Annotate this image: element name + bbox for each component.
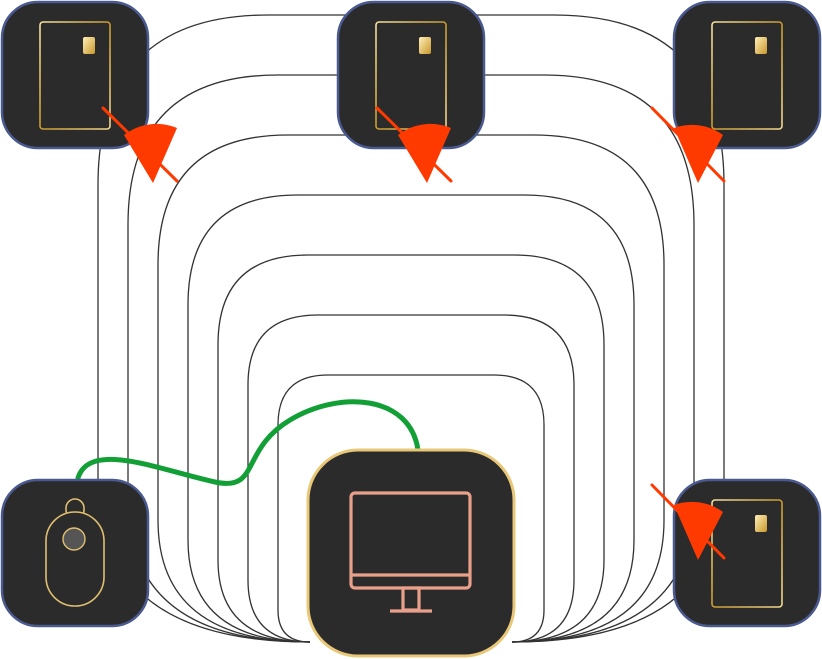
smart-card-icon [39,21,111,130]
card-tile-top-left[interactable] [0,0,150,150]
range-ring-1 [277,374,545,643]
card-tile-top-center[interactable] [336,0,486,150]
card-tile-top-right[interactable] [672,0,822,150]
desktop-computer-icon [349,491,472,613]
smart-card-icon [711,21,783,130]
no-signal-icon [650,106,726,183]
smart-card-icon [711,499,783,608]
no-signal-icon [375,106,453,183]
bluetooth-tag-icon [45,498,105,607]
computer-tile[interactable] [306,448,516,658]
range-ring-3 [217,254,605,643]
range-ring-2 [247,314,575,643]
no-signal-icon [650,483,726,560]
tag-to-computer-connection [75,399,421,486]
tracking-tag-tile[interactable] [0,478,150,628]
no-signal-icon [101,106,179,183]
range-ring-4 [187,194,635,643]
